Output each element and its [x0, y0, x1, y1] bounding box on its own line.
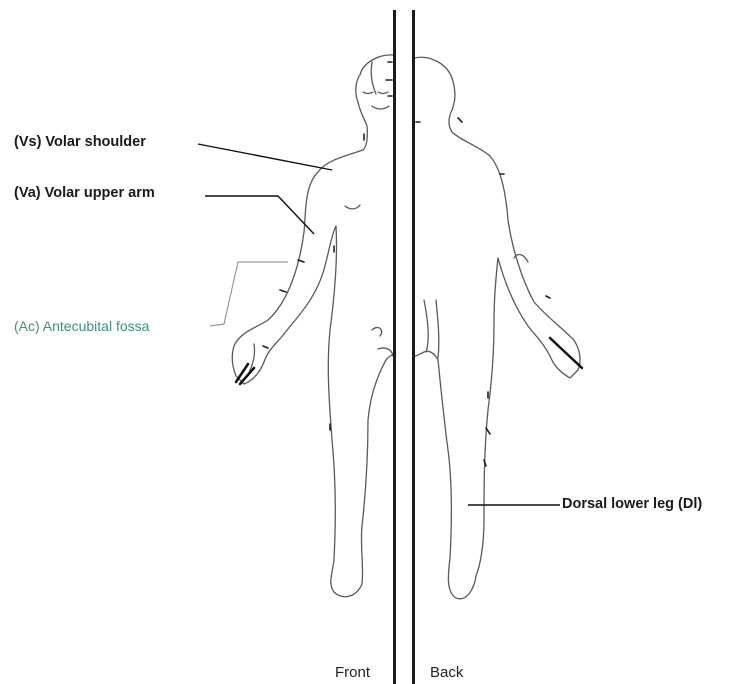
back-body-outline — [415, 57, 580, 598]
volar-upper-arm-leader — [205, 196, 314, 234]
front-view-label: Front — [335, 664, 370, 681]
antecubital-fossa-label: (Ac) Antecubital fossa — [14, 318, 149, 334]
volar-upper-arm-label: (Va) Volar upper arm — [14, 185, 155, 201]
antecubital-fossa-leader — [210, 262, 288, 326]
front-body-outline — [232, 55, 393, 597]
volar-shoulder-label: (Vs) Volar shoulder — [14, 134, 146, 150]
back-site-markers — [416, 118, 582, 466]
back-view-label: Back — [430, 664, 463, 681]
dorsal-lower-leg-label: Dorsal lower leg (Dl) — [562, 496, 702, 512]
front-site-markers — [236, 62, 392, 430]
volar-shoulder-leader — [198, 144, 332, 170]
